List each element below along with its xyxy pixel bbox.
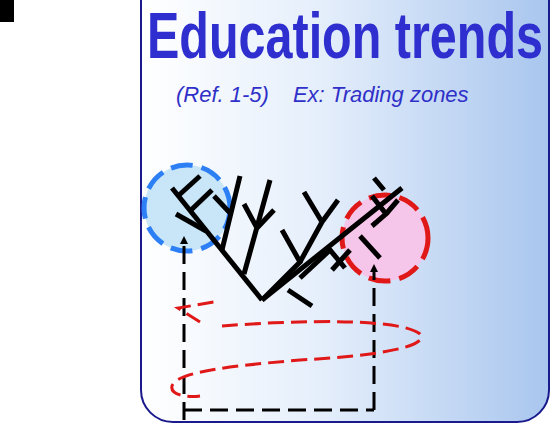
red-zone (342, 195, 428, 281)
panel (141, 0, 549, 422)
slide-title: Education trends (147, 4, 543, 68)
reference-note: Ex: Trading zones (293, 84, 469, 106)
reference-note: (Ref. 1-5) (176, 84, 269, 106)
dashed-loop (184, 240, 374, 420)
red-cycle (172, 302, 421, 397)
branching-tree (172, 176, 402, 306)
corner-strip (0, 0, 14, 22)
